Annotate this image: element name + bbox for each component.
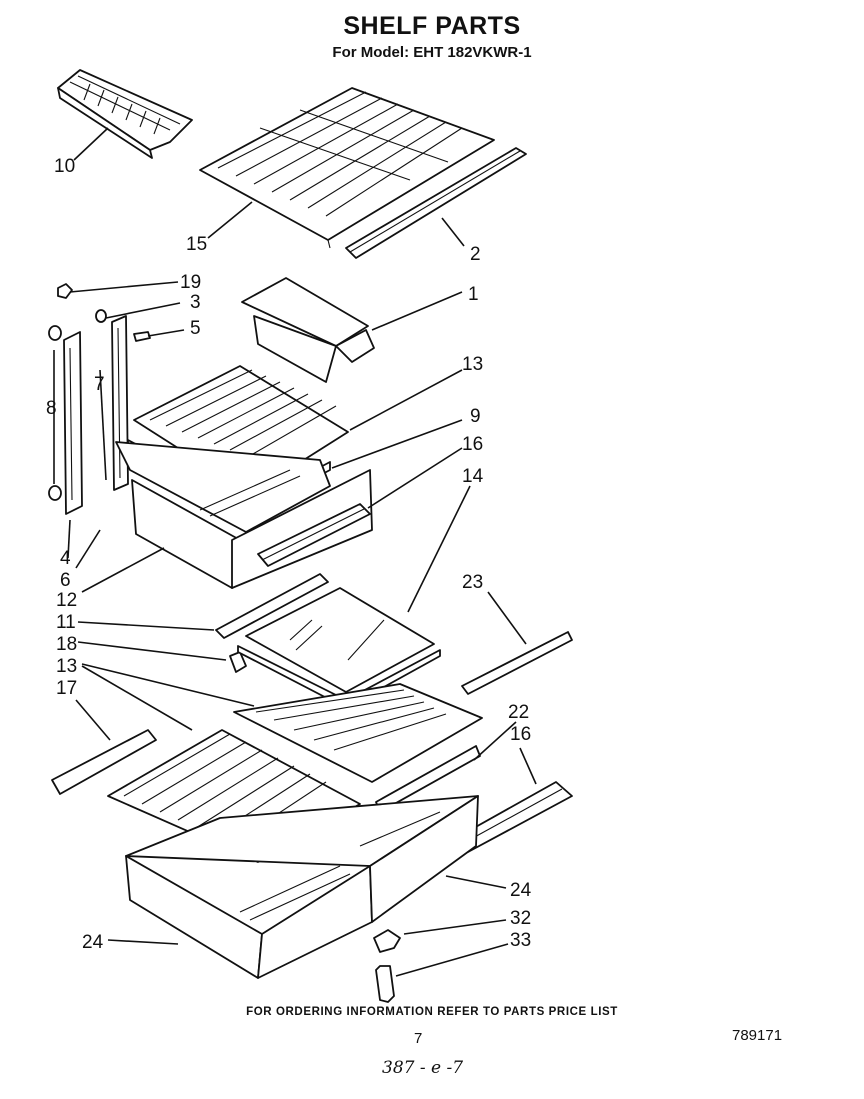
- callout-14: 14: [462, 466, 484, 487]
- leader-lines: [53, 127, 537, 977]
- callout-labels: 10 15 2 19 3 5 1 7 8 13 9 16 14 4 6 12 2…: [46, 156, 532, 953]
- handwritten-note: 387 - e -7: [382, 1058, 464, 1078]
- page-number: 7: [414, 1030, 423, 1047]
- callout-10: 10: [54, 156, 75, 177]
- callout-11: 11: [56, 612, 76, 633]
- callout-5: 5: [190, 318, 201, 339]
- callout-6: 6: [60, 570, 71, 591]
- model-subtitle: For Model: EHT 182VKWR-1: [332, 44, 532, 61]
- upper-drawer-part: [115, 441, 373, 589]
- callout-3: 3: [190, 292, 201, 313]
- shelf-trim-part: [345, 147, 527, 259]
- callout-33: 33: [510, 930, 531, 951]
- callout-13-lower: 13: [56, 656, 77, 677]
- ice-tray-part: [57, 69, 193, 159]
- callout-12: 12: [56, 590, 77, 611]
- reference-number: 789171: [732, 1027, 783, 1044]
- callout-1: 1: [468, 284, 479, 305]
- crisper-cover-strip-part: [461, 631, 573, 695]
- dairy-bin-part: [241, 277, 375, 383]
- callout-15: 15: [186, 234, 207, 255]
- lower-right-cover-part: [233, 683, 483, 813]
- callout-24-right: 24: [510, 880, 532, 901]
- callout-16-upper: 16: [462, 434, 483, 455]
- upper-rail-part: [257, 503, 371, 567]
- ladder-rails-part: [48, 315, 129, 515]
- callout-24-left: 24: [82, 932, 104, 953]
- callout-8: 8: [46, 398, 57, 419]
- callout-16-lower: 16: [510, 724, 531, 745]
- crisper-control-part: [373, 929, 401, 1003]
- ordering-note: FOR ORDERING INFORMATION REFER TO PARTS …: [246, 1006, 618, 1018]
- callout-13-upper: 13: [462, 354, 483, 375]
- glass-shelf-part: [237, 587, 441, 709]
- callout-2: 2: [470, 244, 481, 265]
- callout-7: 7: [94, 374, 105, 395]
- callout-32: 32: [510, 908, 531, 929]
- callout-4: 4: [60, 548, 71, 569]
- callout-18: 18: [56, 634, 77, 655]
- callout-19: 19: [180, 272, 201, 293]
- callout-22: 22: [508, 702, 529, 723]
- wire-shelf-part: [199, 87, 495, 249]
- small-clips-part: [57, 283, 151, 342]
- shelf-brackets-part: [215, 573, 329, 673]
- diagram-title: SHELF PARTS: [343, 12, 521, 40]
- callout-17: 17: [56, 678, 77, 699]
- callout-9: 9: [470, 406, 481, 427]
- callout-23: 23: [462, 572, 483, 593]
- left-trim-strip-part: [51, 729, 157, 795]
- crisper-drawers-part: [125, 795, 479, 979]
